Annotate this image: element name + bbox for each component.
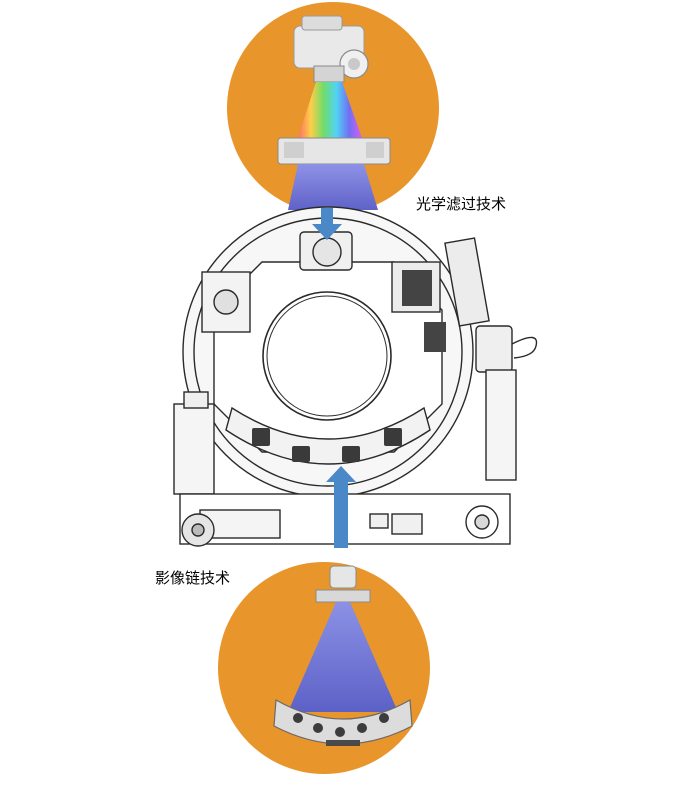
optical-filter-label: 光学滤过技术 xyxy=(416,195,507,213)
small-tube-icon xyxy=(315,565,371,603)
curved-detector-icon xyxy=(273,699,413,746)
imaging-chain-label: 影像链技术 xyxy=(155,569,231,587)
down-arrow xyxy=(312,208,342,240)
rainbow-beam xyxy=(298,82,362,138)
xray-tube-icon xyxy=(293,15,369,83)
filter-block-icon xyxy=(277,137,391,165)
ct-gantry xyxy=(173,206,538,547)
up-arrow xyxy=(326,466,356,548)
filtered-beam xyxy=(288,164,378,210)
gantry-bore xyxy=(262,291,392,421)
imaging-chain-illustration xyxy=(218,562,430,774)
optical-filter-illustration xyxy=(227,2,439,214)
xray-cone-beam xyxy=(288,602,398,712)
